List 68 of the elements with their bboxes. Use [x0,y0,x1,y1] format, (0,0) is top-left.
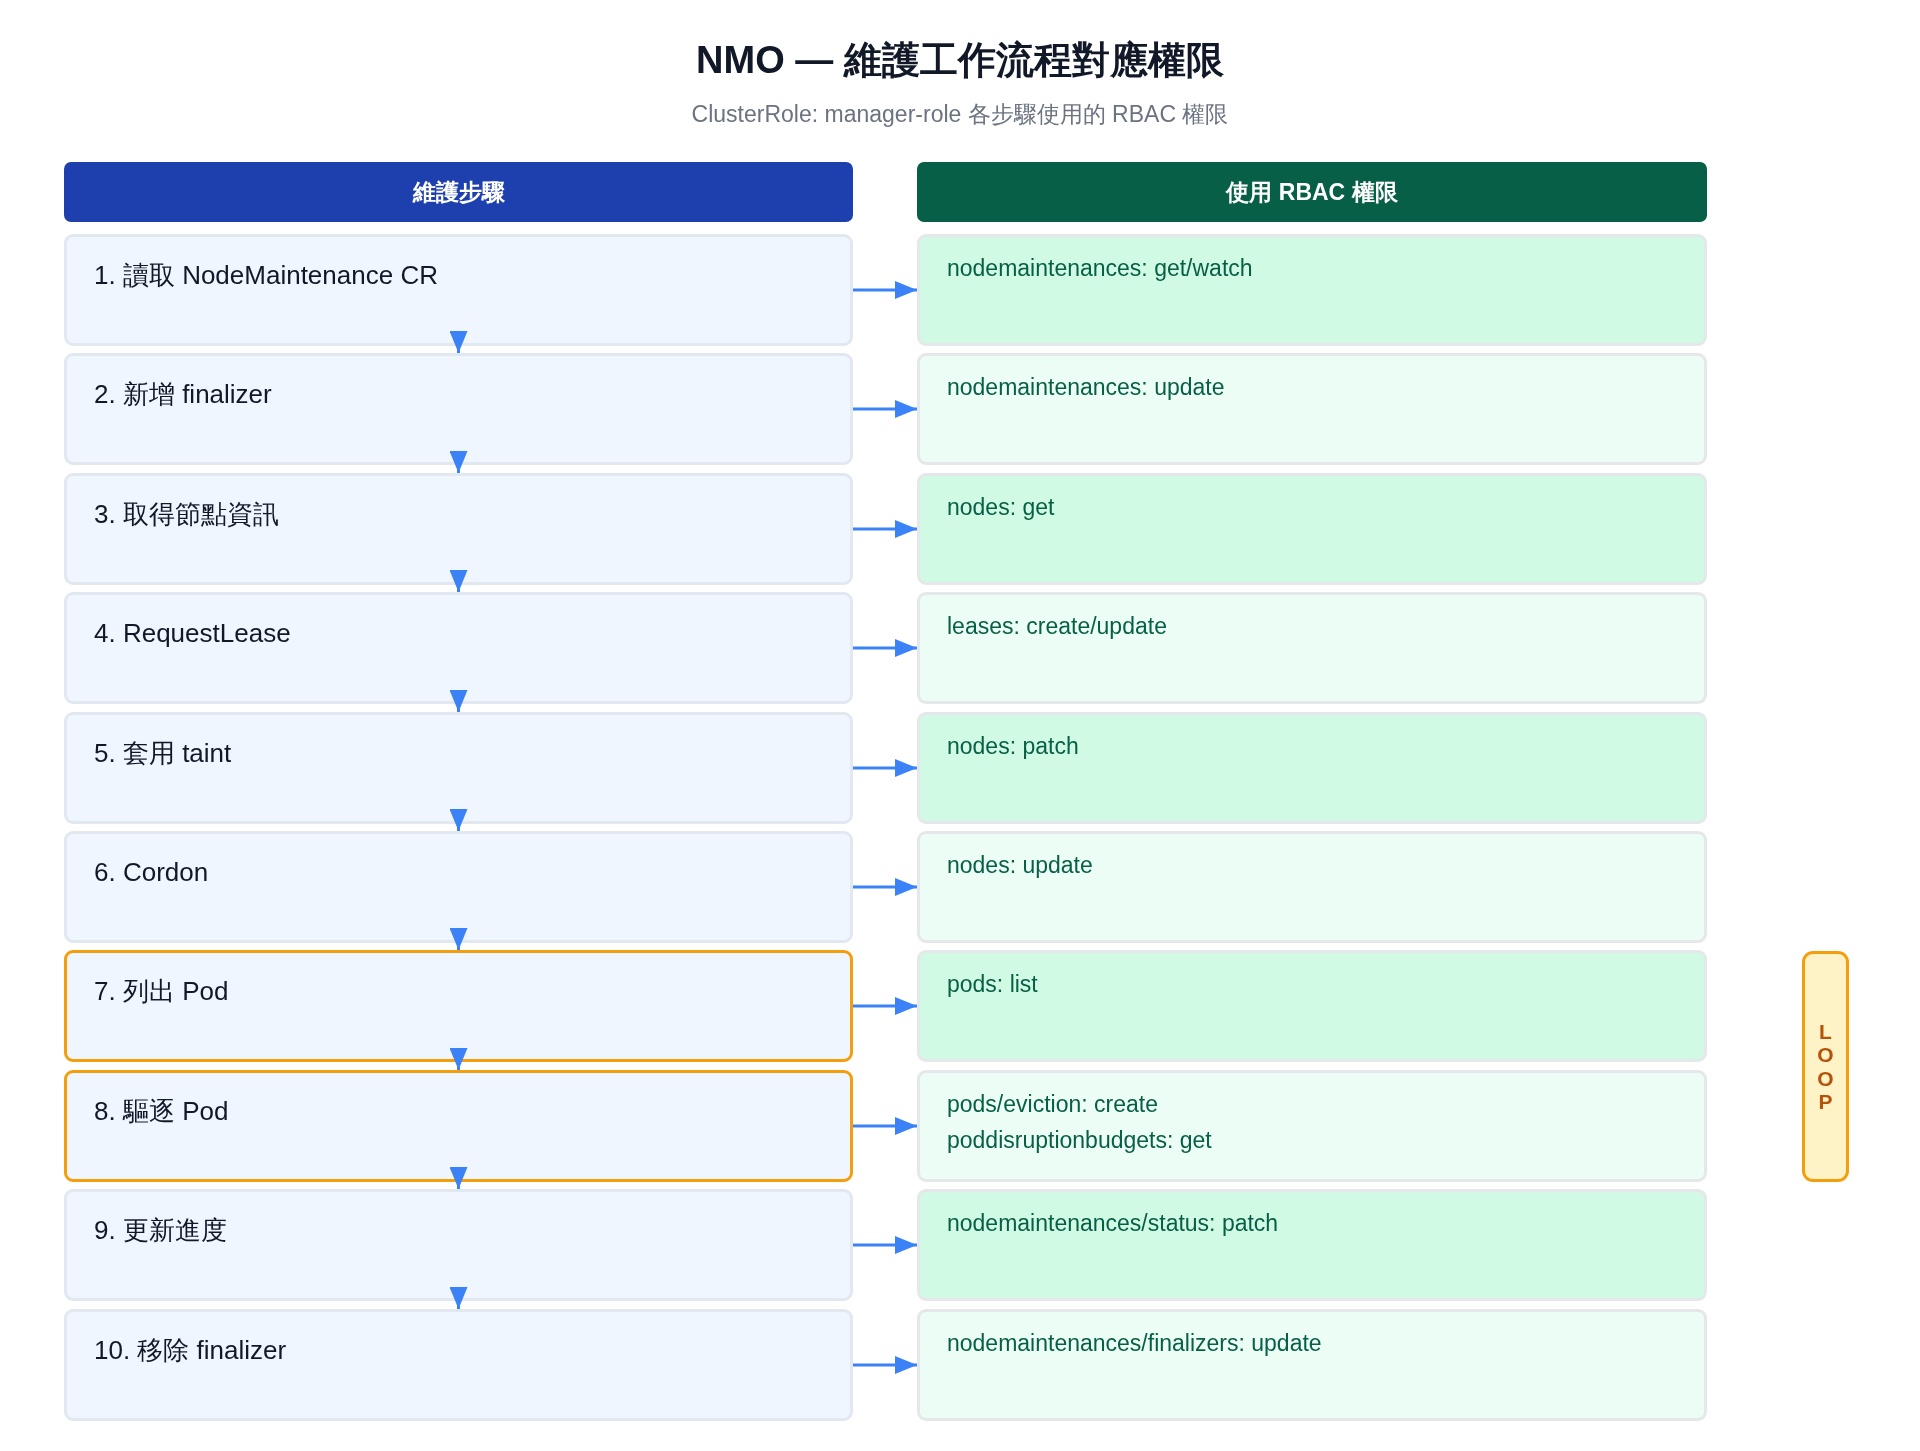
arrow [449,331,468,353]
step-label: 1. 讀取 NodeMaintenance CR [94,259,438,292]
step-box [64,234,853,346]
permission-text: pods/eviction: create [947,1090,1158,1119]
permission-text: nodemaintenances: get/watch [947,254,1253,283]
arrow [853,639,917,657]
permission-text: leases: create/update [947,612,1167,641]
loop-label: LOOP [1816,1020,1835,1113]
column-header-text: 使用 RBAC 權限 [1226,177,1398,207]
arrow [449,1287,468,1309]
permission-box [917,473,1707,585]
arrow [853,1236,917,1254]
permission-box [917,234,1707,346]
step-box [64,592,853,704]
arrow [449,690,468,712]
step-label: 7. 列出 Pod [94,975,229,1008]
permission-box [917,712,1707,824]
step-box [64,831,853,943]
step-label: 6. Cordon [94,856,209,889]
permission-text: nodes: get [947,493,1055,522]
permission-box [917,353,1707,465]
permission-text: poddisruptionbudgets: get [947,1125,1212,1155]
permission-text: nodes: update [947,851,1093,880]
column-header-bar [917,162,1707,222]
permission-box [917,831,1707,943]
column-header-text: 維護步驟 [412,177,505,207]
permission-text: pods: list [947,970,1038,999]
arrow [853,759,917,777]
arrow [449,928,468,950]
permission-box [917,1189,1707,1301]
arrow [853,878,917,896]
permission-text: nodes: patch [947,732,1079,761]
permission-text: nodemaintenances/status: patch [947,1209,1279,1238]
permission-box [917,592,1707,704]
arrow [853,1117,917,1135]
diagram-title: NMO — 維護工作流程對應權限 [696,38,1224,83]
step-label: 10. 移除 finalizer [94,1334,287,1367]
step-box [64,950,853,1062]
permission-box [917,950,1707,1062]
arrow [449,809,468,831]
step-box [64,712,853,824]
permission-text: nodemaintenances/finalizers: update [947,1329,1322,1358]
permission-box [917,1309,1707,1421]
arrow [853,281,917,299]
step-label: 2. 新增 finalizer [94,378,272,411]
step-label: 8. 驅逐 Pod [94,1095,229,1128]
arrow [853,1356,917,1374]
step-label: 3. 取得節點資訊 [94,498,279,531]
step-box [64,1189,853,1301]
permission-box [917,1070,1707,1182]
arrow [449,1048,468,1070]
loop-box [1802,951,1849,1182]
step-box [64,473,853,585]
permission-text: nodemaintenances: update [947,373,1225,402]
subtitle-text: ClusterRole: manager-role 各步驟使用的 RBAC 權限 [691,100,1229,129]
step-box [64,1070,853,1182]
arrow [853,520,917,538]
step-label: 4. RequestLease [94,617,291,650]
step-box [64,353,853,465]
column-header-bar [64,162,853,222]
arrow [853,400,917,418]
step-label: 9. 更新進度 [94,1214,227,1247]
step-label: 5. 套用 taint [94,737,232,770]
arrow [449,451,468,473]
arrow [853,997,917,1015]
arrow [449,570,468,592]
step-box [64,1309,853,1421]
arrow [449,1167,468,1189]
